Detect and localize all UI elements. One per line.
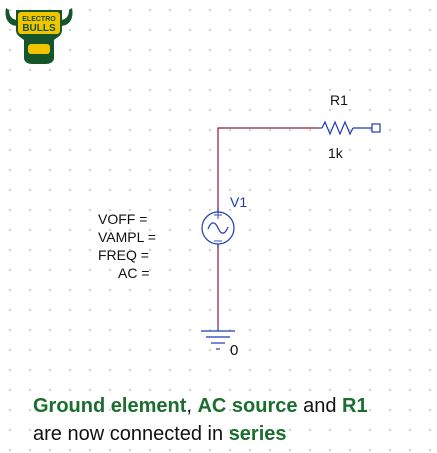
caption-comma: , — [186, 395, 198, 417]
caption-ac-source: AC source — [197, 395, 298, 417]
source-param-ac: AC = — [118, 265, 150, 281]
ac-source-v1[interactable] — [201, 208, 235, 248]
caption-series: series — [228, 423, 287, 445]
caption-r1: R1 — [342, 395, 368, 417]
ground-symbol-icon[interactable] — [201, 326, 235, 350]
resistor-value-label: 1k — [328, 145, 343, 161]
caption-and: and — [297, 395, 342, 417]
source-param-voff: VOFF = — [98, 211, 148, 227]
caption-line-2: are now connected in series — [33, 420, 433, 448]
logo-text-line1: ELECTRO — [22, 16, 56, 23]
source-param-vampl: VAMPL = — [98, 229, 156, 245]
resistor-name-label: R1 — [330, 92, 348, 108]
caption-ground-element: Ground element — [33, 395, 187, 417]
ground-node-label: 0 — [230, 342, 239, 359]
source-name-label: V1 — [230, 194, 248, 210]
resistor-r1[interactable] — [318, 120, 381, 136]
resistor-pin-terminal[interactable] — [371, 123, 381, 133]
logo-text-line2: BULLS — [22, 23, 56, 34]
caption: Ground element, AC source and R1 are now… — [33, 392, 433, 448]
caption-line-1: Ground element, AC source and R1 — [33, 392, 433, 420]
bull-logo-icon: ELECTRO BULLS — [5, 8, 73, 64]
source-param-freq: FREQ = — [98, 247, 149, 263]
caption-line2-prefix: are now connected in — [33, 423, 229, 445]
wires — [217, 127, 318, 326]
electrobulls-logo: ELECTRO BULLS — [0, 0, 78, 66]
wire-top — [217, 127, 318, 212]
